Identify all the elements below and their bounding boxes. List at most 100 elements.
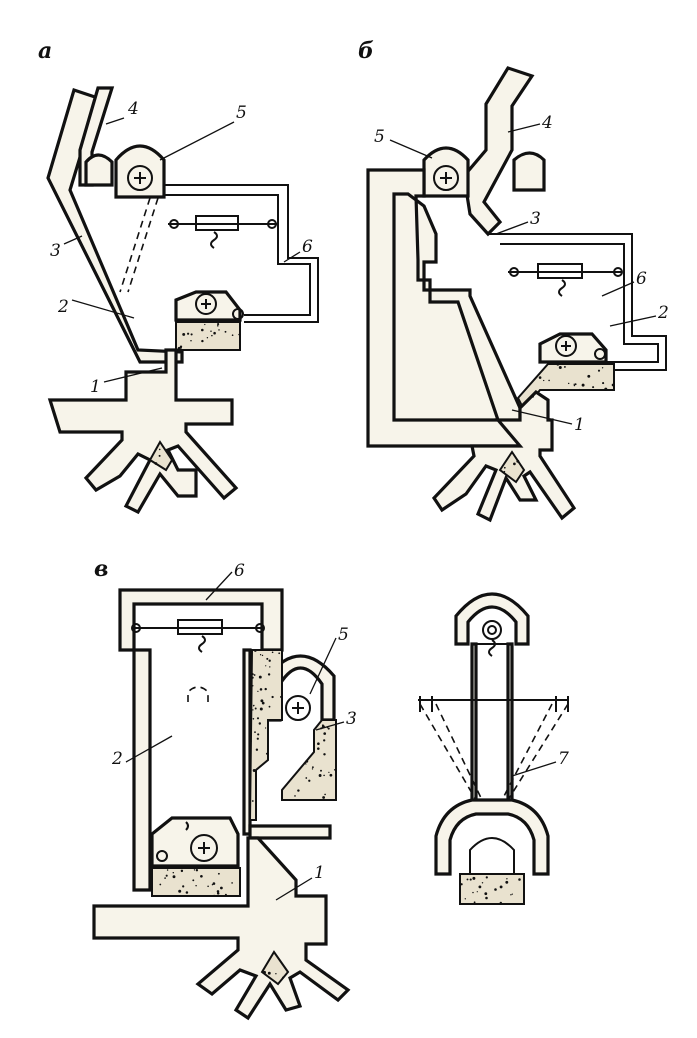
concrete-speck <box>257 733 260 736</box>
concrete-speck <box>323 774 325 777</box>
callout-c-1: 1 <box>314 863 325 883</box>
concrete-speck <box>323 753 326 756</box>
concrete-speck <box>592 386 595 389</box>
concrete-speck <box>182 885 185 888</box>
concrete-speck <box>506 878 508 880</box>
concrete-speck <box>268 705 271 708</box>
concrete-speck <box>217 872 220 875</box>
callout-c-2: 2 <box>111 749 123 769</box>
concrete-speck <box>297 799 299 801</box>
concrete-speck <box>556 363 560 366</box>
concrete-speck <box>548 379 550 382</box>
concrete-speck <box>305 759 309 763</box>
concrete-speck <box>164 877 166 879</box>
concrete-speck <box>279 695 282 698</box>
concrete-speck <box>264 687 267 691</box>
incline-3 <box>46 87 184 364</box>
concrete-speck <box>265 665 267 667</box>
concrete-speck <box>543 379 545 382</box>
callout-c-6: 6 <box>234 561 245 581</box>
concrete-speck <box>254 731 256 733</box>
concrete-speck <box>259 654 262 656</box>
concrete-speck <box>207 885 209 888</box>
callout-b-6: 6 <box>636 269 647 289</box>
section-view-7: 7 <box>418 592 569 905</box>
concrete-speck <box>224 893 227 896</box>
concrete-speck <box>460 883 463 886</box>
concrete-speck <box>563 365 566 368</box>
concrete-speck <box>305 763 307 765</box>
chamber-2-c <box>132 648 152 892</box>
concrete-speck <box>263 970 266 974</box>
concrete-speck <box>573 384 576 387</box>
concrete-speck <box>195 884 197 887</box>
concrete-speck <box>261 654 264 657</box>
concrete-speck <box>510 894 512 896</box>
concrete-speck <box>271 651 274 654</box>
concrete-speck <box>476 891 478 893</box>
concrete-speck <box>252 718 255 720</box>
chamber-6 <box>164 184 319 323</box>
passage-c <box>248 824 332 840</box>
concrete-speck <box>499 901 503 905</box>
loader-a <box>174 290 242 322</box>
concrete-speck <box>211 334 213 337</box>
concrete-speck <box>329 773 333 777</box>
concrete-speck <box>211 884 214 886</box>
concrete-speck <box>324 793 326 796</box>
chamber-2-wall-right <box>242 648 252 836</box>
winch-drum-a <box>127 165 153 191</box>
concrete-speck <box>216 890 220 893</box>
foundation-c <box>151 867 241 897</box>
concrete-speck <box>192 879 195 882</box>
concrete-speck <box>267 745 269 748</box>
concrete-speck <box>538 376 542 379</box>
concrete-speck <box>484 892 488 896</box>
concrete-speck <box>259 688 263 691</box>
concrete-speck <box>190 333 193 336</box>
concrete-speck <box>611 383 615 387</box>
concrete-speck <box>281 976 285 979</box>
concrete-speck <box>193 869 196 871</box>
concrete-speck <box>485 876 488 879</box>
concrete-speck <box>516 459 520 463</box>
drift-1 <box>47 348 239 515</box>
concrete-speck <box>311 768 314 770</box>
concrete-speck <box>252 769 256 772</box>
panel-a-letter: а <box>38 38 52 64</box>
concrete-speck <box>267 971 271 975</box>
concrete-speck <box>182 332 186 336</box>
concrete-speck <box>478 885 482 889</box>
concrete-speck <box>252 685 254 687</box>
concrete-speck <box>494 888 497 891</box>
concrete-speck <box>220 886 223 890</box>
concrete-speck <box>464 898 466 900</box>
concrete-speck <box>238 333 240 336</box>
concrete-speck <box>602 382 605 385</box>
callout-a-1: 1 <box>90 377 101 397</box>
concrete-speck <box>204 323 206 326</box>
concrete-speck <box>159 883 162 886</box>
concrete-speck <box>511 893 513 895</box>
concrete-speck <box>505 880 509 884</box>
concrete-speck <box>305 777 308 779</box>
shaft-4-b <box>462 66 535 237</box>
section-drum <box>482 620 502 640</box>
concrete-speck <box>320 727 323 730</box>
concrete-speck <box>213 894 215 897</box>
concrete-speck <box>604 387 608 391</box>
concrete-speck <box>217 323 220 326</box>
section-shaft-7 <box>470 642 514 804</box>
concrete-speck <box>485 896 488 900</box>
section-bottom-housing <box>434 798 550 876</box>
concrete-speck <box>180 347 182 349</box>
pillar-b <box>498 450 526 484</box>
concrete-speck <box>308 779 311 782</box>
concrete-speck <box>177 346 181 350</box>
concrete-speck <box>256 737 259 740</box>
concrete-speck <box>172 875 176 879</box>
concrete-speck <box>321 725 325 729</box>
hoist-a <box>195 215 239 231</box>
section-foundation <box>459 873 525 905</box>
